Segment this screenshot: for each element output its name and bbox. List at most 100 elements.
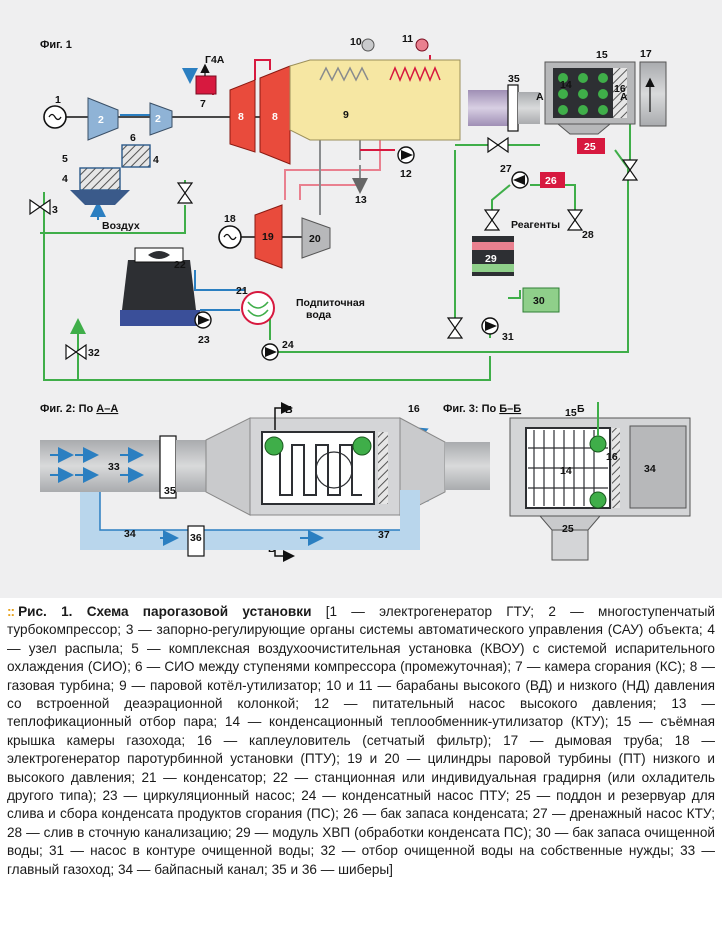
section-b-top: Б <box>285 404 293 416</box>
label-32: 32 <box>88 347 100 359</box>
section-a-left: А <box>536 91 544 103</box>
label-makeup-1: Подпиточная <box>296 297 365 309</box>
ktu-tubes <box>558 73 608 115</box>
label-2b: 2 <box>155 113 161 125</box>
section-a-right: А <box>620 91 628 103</box>
chimney <box>639 61 667 127</box>
label-25: 25 <box>584 141 596 153</box>
treatment-layer-1 <box>472 242 514 250</box>
label-26: 26 <box>545 175 557 187</box>
label-16c: 16 <box>606 451 618 463</box>
label-23: 23 <box>198 334 210 346</box>
drum-lp <box>415 38 429 52</box>
label-37: 37 <box>378 529 390 541</box>
boiler-coil-lp <box>389 66 441 82</box>
valve-icon <box>446 136 639 339</box>
label-28: 28 <box>582 229 594 241</box>
label-25b: 25 <box>562 523 574 535</box>
label-1: 1 <box>55 94 61 106</box>
droplet-catcher <box>613 68 627 118</box>
condenser-coil-icon <box>247 301 269 317</box>
label-16: 16 <box>614 83 626 95</box>
boiler-coil-hp <box>319 66 369 82</box>
label-19: 19 <box>262 231 274 243</box>
generator-symbol-icon <box>48 113 62 121</box>
valve-3-icon <box>29 198 51 216</box>
gas-turbine-1 <box>229 79 256 153</box>
heat-recovery-boiler <box>289 59 461 141</box>
label-8b: 8 <box>272 111 278 123</box>
label-10: 10 <box>350 36 362 48</box>
header-top <box>589 435 607 453</box>
cooling-tower <box>122 260 196 310</box>
outlet-duct <box>445 442 490 490</box>
pump-12-icon <box>401 150 413 160</box>
combustion-chamber <box>195 75 217 95</box>
label-4a: 4 <box>62 173 68 185</box>
drum-hp <box>361 38 375 52</box>
header-bottom <box>589 491 607 509</box>
droplet-catcher-side <box>612 428 620 508</box>
label-18: 18 <box>224 213 236 225</box>
label-31: 31 <box>502 331 514 343</box>
label-29: 29 <box>485 253 497 265</box>
ktu-outlet-header <box>352 436 372 456</box>
diffuser <box>205 417 251 516</box>
label-g4a: Г4А <box>205 54 225 66</box>
label-11: 11 <box>402 33 413 45</box>
treatment-layer-2 <box>472 264 514 272</box>
label-5: 5 <box>62 153 68 165</box>
label-27: 27 <box>500 163 512 175</box>
pump-24-icon <box>265 347 277 357</box>
compressor-stage-1 <box>87 97 119 141</box>
label-15b: 15 <box>565 407 577 419</box>
bypass-section <box>629 425 687 509</box>
ktu-serpentine <box>279 440 362 496</box>
droplet-catcher-section <box>378 432 388 504</box>
fig3-title: Фиг. 3: По Б–Б <box>443 403 521 415</box>
cooling-tower-basin <box>120 310 200 326</box>
fig2-title: Фиг. 2: По А–А <box>40 403 118 415</box>
main-gas-duct <box>40 440 160 492</box>
fan-icon <box>148 251 170 259</box>
fig1-title: Фиг. 1 <box>40 39 72 51</box>
section-b-fig3: Б <box>577 403 585 415</box>
label-6: 6 <box>130 132 136 144</box>
label-7: 7 <box>200 98 206 110</box>
gas-turbine-2 <box>259 65 291 165</box>
label-14b: 14 <box>560 465 572 477</box>
caption-bullet-icon: :: <box>7 604 15 619</box>
ktu-inlet-header <box>264 436 284 456</box>
blue-lines <box>90 68 245 311</box>
label-13: 13 <box>355 194 367 206</box>
steam-turbine-lp <box>254 204 283 269</box>
caption-title: Рис. 1. Схема парогазовой установки <box>18 604 312 619</box>
damper-36 <box>187 525 205 557</box>
generator-ptu-symbol-icon <box>223 233 237 241</box>
label-30: 30 <box>533 295 545 307</box>
label-20: 20 <box>309 233 321 245</box>
bypass-channel <box>80 490 420 550</box>
label-reagents: Реагенты <box>511 219 560 231</box>
label-24: 24 <box>282 339 294 351</box>
pump-31-icon <box>485 321 497 331</box>
label-22: 22 <box>174 259 186 271</box>
ktu-center-mark <box>315 451 353 489</box>
label-4b: 4 <box>153 154 159 166</box>
label-air: Воздух <box>102 220 140 232</box>
air-cleaner-kvou <box>79 167 121 191</box>
valve-icon <box>176 182 194 204</box>
label-21: 21 <box>236 285 248 297</box>
valve-32-icon <box>65 343 87 361</box>
caption-text: [1 — электрогенератор ГТУ; 2 — многоступ… <box>7 604 715 877</box>
caption-area <box>0 598 722 939</box>
label-2a: 2 <box>98 114 104 126</box>
steam-turbine-hp <box>301 217 331 259</box>
label-17: 17 <box>640 48 652 60</box>
label-36: 36 <box>190 532 202 544</box>
label-8a: 8 <box>238 111 244 123</box>
scheme-figure: Фиг. 1 1 <box>0 0 722 598</box>
condensate-tray <box>577 138 605 154</box>
bypass-wall <box>99 492 400 531</box>
label-3: 3 <box>52 204 58 216</box>
